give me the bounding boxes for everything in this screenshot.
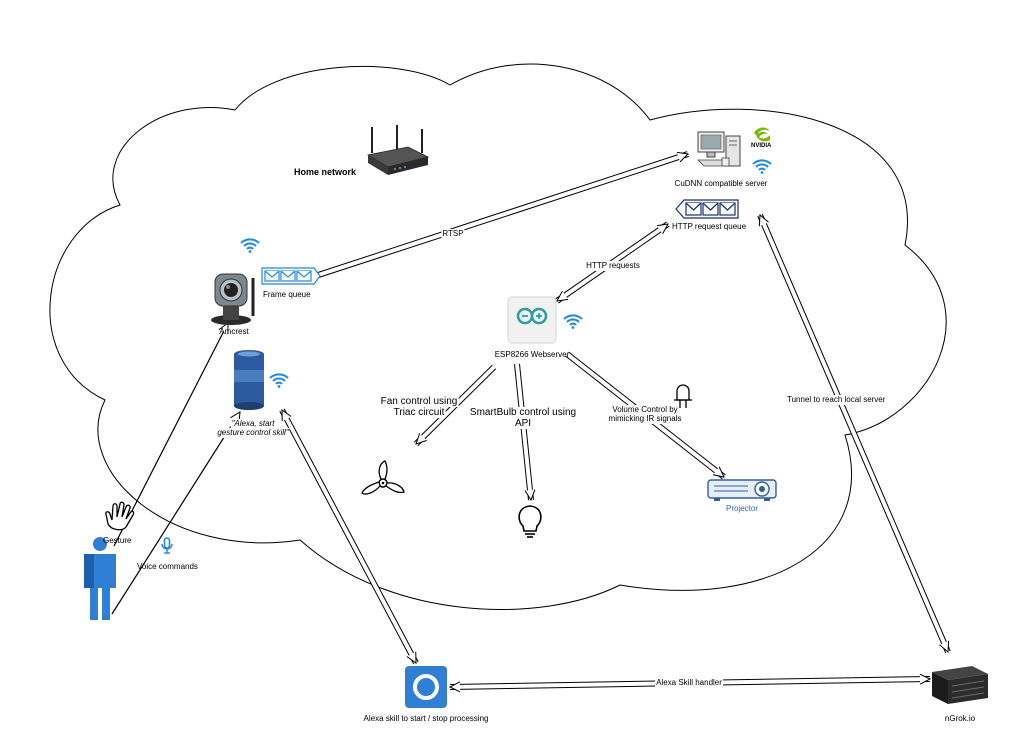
server-label: CuDNN compatible server <box>674 179 768 188</box>
arrow-tunnel <box>757 213 951 654</box>
nvidia-label: NVIDIA <box>751 143 772 149</box>
light-bulb-icon <box>518 505 542 538</box>
voice-commands-label: Voice commands <box>137 562 198 571</box>
volume-control-label-line1: Volume Control by <box>611 405 679 415</box>
echo-speaker-icon <box>234 350 264 410</box>
http-requests-label: HTTP requests <box>585 261 641 271</box>
nvidia-logo <box>754 127 770 142</box>
fan-control-label-line1: Fan control using <box>379 396 459 407</box>
gesture-label: Gesture <box>103 536 132 545</box>
arrow-gesture <box>113 323 229 547</box>
router-icon <box>366 125 430 175</box>
fan-icon <box>361 460 405 495</box>
ngrok-server-icon <box>932 666 988 704</box>
http-request-queue-label: HTTP request queue <box>671 222 747 231</box>
arrow-alexa-skill <box>279 408 419 665</box>
alexa-quote-line2: gesture control skill" <box>216 428 290 438</box>
arrow-voice <box>111 412 240 615</box>
projector-label: Projector <box>725 504 759 513</box>
amcrest-camera-icon <box>211 273 255 325</box>
hand-gesture-icon <box>105 501 135 531</box>
alexa-quote-line1: "Alexa, start <box>230 419 276 429</box>
alexa-skill-label: Alexa skill to start / stop processing <box>363 714 489 723</box>
projector-icon <box>707 479 777 501</box>
ir-led-icon <box>674 384 692 408</box>
home-network-label: Home network <box>294 167 357 177</box>
server-computer-icon <box>697 131 741 167</box>
frame-queue-icon <box>261 267 321 285</box>
fan-control-label-line2: Triac circuit <box>392 407 446 418</box>
esp-webserver-label: ESP8266 Webserver <box>494 350 570 359</box>
smartbulb-label-line1: SmartBulb control using <box>468 407 578 418</box>
smartbulb-label-line2: API <box>513 418 533 429</box>
microphone-icon <box>161 537 173 554</box>
rtsp-label: RTSP <box>441 229 465 239</box>
frame-queue-label: Frame queue <box>263 290 311 299</box>
person-icon <box>84 537 116 620</box>
volume-control-label-line2: mimicking IR signals <box>607 414 683 424</box>
arrow-esp-bulb <box>514 363 531 500</box>
arrow-rtsp <box>299 151 688 284</box>
alexa-skill-handler-label: Alexa Skill handler <box>655 678 723 688</box>
amcrest-label: Amcrest <box>219 327 249 336</box>
arduino-esp-icon <box>507 296 557 344</box>
tunnel-label: Tunnel to reach local server <box>786 395 887 405</box>
http-request-queue-icon <box>675 199 739 219</box>
alexa-skill-icon <box>405 666 447 708</box>
ngrok-label: nGrok.io <box>944 714 976 723</box>
